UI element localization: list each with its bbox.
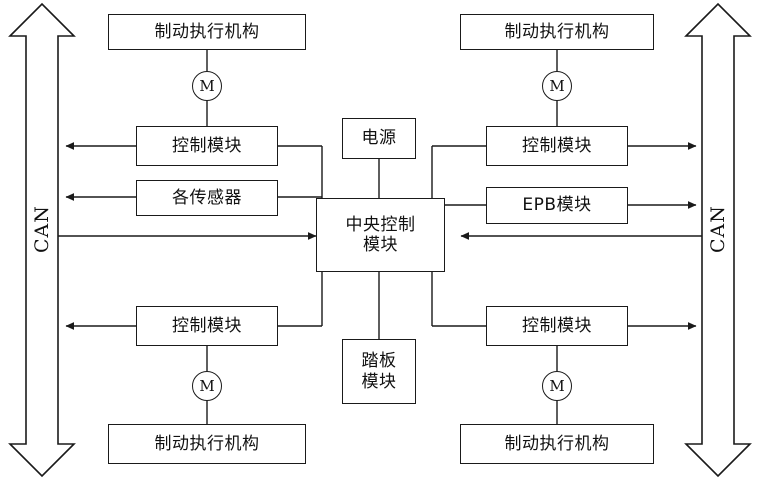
power-supply-box[interactable]: 电源 (342, 118, 416, 159)
bottom-left-actuator-box[interactable]: 制动执行机构 (108, 424, 306, 464)
top-right-motor-icon: M (542, 71, 572, 101)
top-left-motor-icon: M (192, 71, 222, 101)
left-can-label: CAN (31, 205, 53, 253)
top-right-actuator-box[interactable]: 制动执行机构 (460, 14, 654, 50)
epb-module-box[interactable]: EPB模块 (486, 187, 628, 224)
right-can-label: CAN (707, 205, 729, 253)
left-can-bus (8, 2, 76, 478)
bottom-left-motor-icon: M (192, 371, 222, 401)
top-right-control-box[interactable]: 控制模块 (486, 126, 628, 166)
pedal-module-box[interactable]: 踏板 模块 (342, 339, 416, 404)
sensors-box[interactable]: 各传感器 (136, 180, 278, 216)
bottom-right-actuator-box[interactable]: 制动执行机构 (460, 424, 654, 464)
central-control-box[interactable]: 中央控制 模块 (316, 198, 445, 272)
right-can-bus (684, 2, 752, 478)
bottom-left-control-box[interactable]: 控制模块 (136, 306, 278, 346)
bottom-right-control-box[interactable]: 控制模块 (486, 306, 628, 346)
bottom-right-motor-icon: M (542, 371, 572, 401)
top-left-control-box[interactable]: 控制模块 (136, 126, 278, 166)
top-left-actuator-box[interactable]: 制动执行机构 (108, 14, 306, 50)
